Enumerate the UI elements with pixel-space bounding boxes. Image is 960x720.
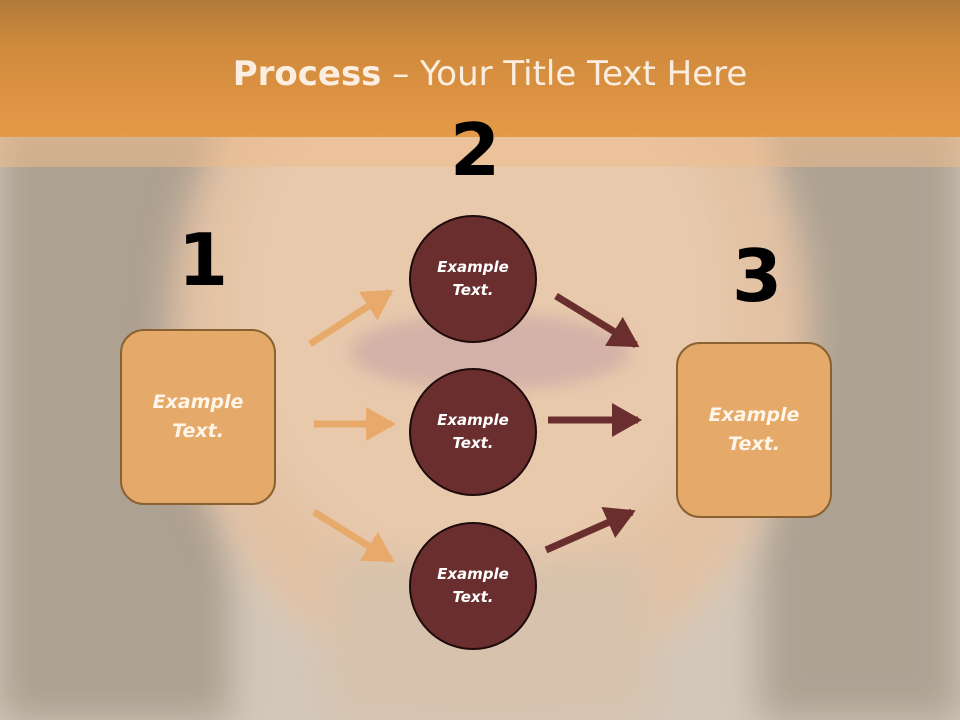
title-rest: – Your Title Text Here	[381, 54, 748, 94]
step-1-line2: Text.	[172, 420, 224, 442]
step-number-2: 2	[450, 108, 501, 192]
circle-3-line2: Text.	[452, 588, 494, 606]
step-1-line1: Example	[152, 391, 244, 413]
slide-title: Process – Your Title Text Here	[0, 54, 960, 94]
title-bar	[0, 0, 960, 137]
arrow-2c-to-3	[544, 506, 636, 554]
arrow-1-to-2a	[308, 289, 394, 347]
step-3-line2: Text.	[728, 433, 780, 455]
arrow-2a-to-3	[554, 293, 640, 348]
step-number-1: 1	[178, 218, 229, 302]
step-number-3: 3	[732, 234, 783, 318]
circle-2-line1: Example	[437, 411, 509, 429]
circle-1-line1: Example	[437, 258, 509, 276]
circle-2-line2: Text.	[452, 434, 494, 452]
title-band	[0, 137, 960, 167]
circle-1-line2: Text.	[452, 281, 494, 299]
step-3-line1: Example	[708, 404, 800, 426]
title-bold: Process	[232, 54, 382, 94]
arrow-1-to-2c	[312, 509, 395, 563]
circle-3-line1: Example	[437, 565, 509, 583]
